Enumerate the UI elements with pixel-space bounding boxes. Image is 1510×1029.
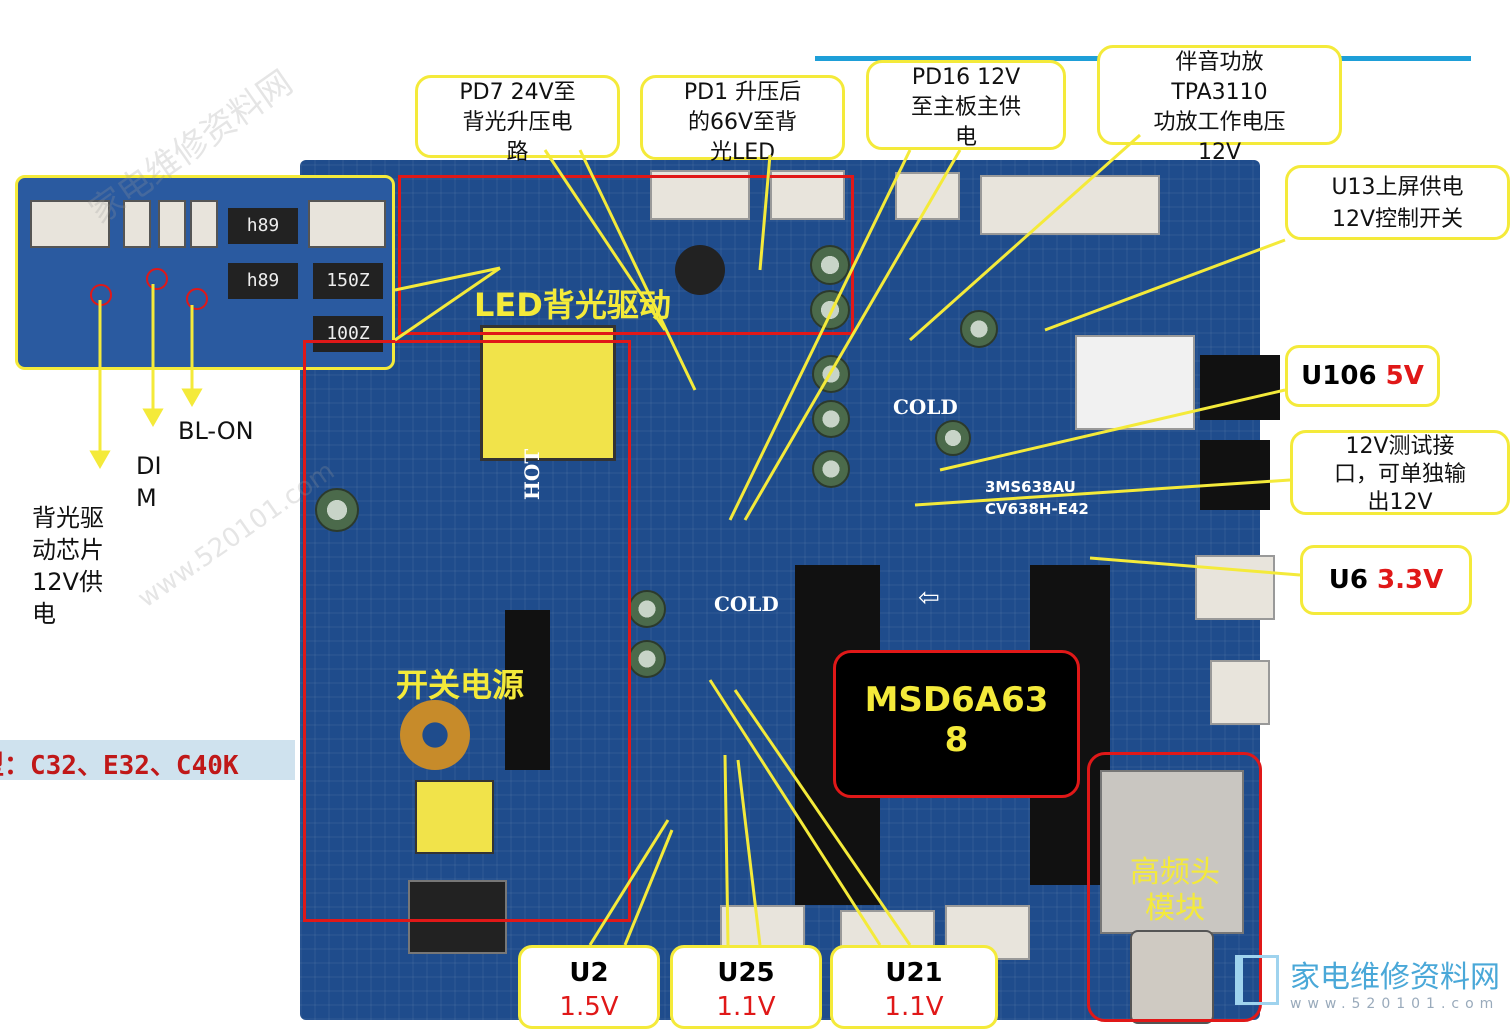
u6-name: U6 xyxy=(1328,565,1368,595)
u21-callout: U21 1.1V xyxy=(830,945,998,1029)
capacitor-1 xyxy=(810,245,850,285)
capacitor-10 xyxy=(935,420,971,456)
bl-on-label: BL-ON xyxy=(178,417,254,445)
pd7-leader xyxy=(578,149,697,391)
capacitor-9 xyxy=(960,310,998,348)
u25-callout: U25 1.1V xyxy=(670,945,822,1029)
dim-label: DI M xyxy=(136,452,162,512)
tuner-label: 高频头 模块 xyxy=(1130,855,1220,926)
test-point-3 xyxy=(186,288,208,310)
side-connector-2 xyxy=(1200,440,1270,510)
u106-voltage: 5V xyxy=(1385,361,1424,391)
u2-leader xyxy=(588,819,670,946)
inset-code-3: 150Z xyxy=(313,263,383,299)
backlight-arrow-head xyxy=(89,450,111,470)
inset-resistor-1 xyxy=(30,200,110,248)
cold-label-2: COLD xyxy=(714,592,779,616)
led-driver-region xyxy=(398,175,854,335)
u13-callout: U13上屏供电 12V控制开关 xyxy=(1285,165,1510,240)
u25-voltage: 1.1V xyxy=(716,992,776,1022)
power-connector xyxy=(408,880,507,954)
backlight-power-label: 背光驱 动芯片 12V供 电 xyxy=(32,504,104,628)
soc-label: MSD6A63 8 xyxy=(864,680,1049,760)
inductor xyxy=(675,245,725,295)
capacitor-4 xyxy=(812,400,850,438)
filter-cap-large xyxy=(505,610,550,770)
test-port-callout: 12V测试接 口，可单独输 出12V xyxy=(1290,430,1510,515)
connector-top-4 xyxy=(980,175,1160,235)
pd16-leader xyxy=(728,149,912,521)
side-connector-1 xyxy=(1200,355,1280,420)
audio-leader xyxy=(909,133,1141,342)
board-model-label: 3MS638AU xyxy=(985,478,1076,496)
u2-callout: U2 1.5V xyxy=(518,945,660,1029)
inset-resistor-2 xyxy=(123,200,151,248)
test-leader xyxy=(914,478,1291,507)
u6-leader xyxy=(1089,556,1301,577)
u25-leader-2 xyxy=(736,759,762,946)
board-model-label-2: CV638H-E42 xyxy=(985,500,1089,518)
u13-leader xyxy=(1044,238,1286,332)
usb-port xyxy=(1195,555,1275,620)
u6-voltage: 3.3V xyxy=(1377,565,1444,595)
footer-site-url: www.520101.com xyxy=(1290,996,1500,1012)
u21-name: U21 xyxy=(885,958,943,988)
dim-arrow-head xyxy=(142,408,164,428)
u106-name: U106 xyxy=(1301,361,1377,391)
test-point-2 xyxy=(146,268,168,290)
transformer-bottom xyxy=(415,780,494,854)
models-strip xyxy=(0,740,295,780)
audio-amp-callout: 伴音功放 TPA3110 功放工作电压 12V xyxy=(1097,45,1342,165)
tuner-body xyxy=(1100,770,1244,934)
backlight-inset: h89 h89 150Z 100Z xyxy=(15,175,395,370)
capacitor-8 xyxy=(315,488,359,532)
u6-callout: U6 3.3V xyxy=(1300,545,1472,615)
rf-connector xyxy=(1130,930,1214,1024)
capacitor-5 xyxy=(812,450,850,488)
pd1-leader xyxy=(758,154,772,271)
pd1-callout: PD1 升压后 的66V至背 光LED xyxy=(640,75,845,165)
u21-leader-2 xyxy=(733,689,912,946)
inset-code-1: h89 xyxy=(228,208,298,244)
tuner-region xyxy=(1087,752,1262,1022)
switch-psu-label: 开关电源 xyxy=(396,666,525,704)
pd16-callout: PD16 12V 至主板主供 电 xyxy=(866,60,1066,150)
led-driver-label: LED背光驱动 xyxy=(474,286,671,324)
blon-arrow-head xyxy=(181,388,203,408)
u25-name: U25 xyxy=(717,958,775,988)
toroid-coil xyxy=(400,700,470,770)
dip-arrow-icon: ⇦ xyxy=(918,583,940,613)
soc-box xyxy=(833,650,1080,798)
connector-top-3 xyxy=(895,172,960,220)
pd16-leader-2 xyxy=(743,149,962,521)
u106-leader xyxy=(939,388,1286,472)
footer-site-cn: 家电维修资料网 xyxy=(1290,960,1500,995)
inset-link-line-2 xyxy=(394,266,501,342)
u2-voltage: 1.5V xyxy=(559,992,619,1022)
connector-top-1 xyxy=(650,170,750,220)
u2-name: U2 xyxy=(569,958,609,988)
inset-link-line xyxy=(394,266,501,292)
pd7-callout: PD7 24V至 背光升压电 路 xyxy=(415,75,620,165)
u21-voltage: 1.1V xyxy=(884,992,944,1022)
cold-label-1: COLD xyxy=(893,395,958,419)
u2-leader-2 xyxy=(623,829,674,946)
u25-leader xyxy=(723,754,730,946)
pd7-leader-2 xyxy=(543,149,667,331)
transformer-core xyxy=(480,325,616,461)
models-text: 型：C32、E32、C40K xyxy=(0,751,239,781)
u21-leader xyxy=(708,679,882,946)
inset-resistor-3 xyxy=(158,200,186,248)
inset-resistor-4 xyxy=(190,200,218,248)
u106-callout: U106 5V xyxy=(1285,345,1440,407)
hdmi-side-port xyxy=(1210,660,1270,725)
connector-top-2 xyxy=(770,170,845,220)
switch-psu-region xyxy=(303,340,631,922)
capacitor-2 xyxy=(810,290,850,330)
inset-code-4: 100Z xyxy=(313,316,383,352)
inset-code-2: h89 xyxy=(228,263,298,299)
inset-resistor-5 xyxy=(308,200,386,248)
footer-logo-icon xyxy=(1235,955,1279,1005)
